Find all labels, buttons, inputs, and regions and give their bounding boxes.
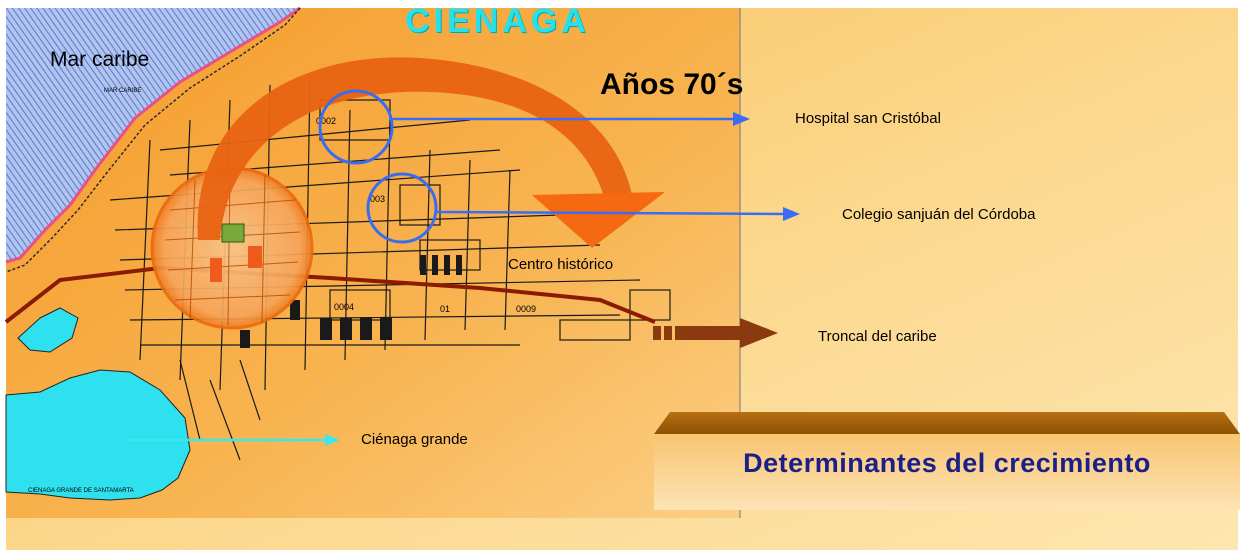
banner-title: Determinantes del crecimiento (743, 448, 1151, 478)
hospital-pointer-head (733, 112, 750, 126)
block-code-01: 01 (440, 304, 450, 314)
troncal-pointer-seg (653, 326, 661, 340)
growth-curve-arrow (197, 57, 632, 240)
block-code-0002: 0002 (316, 116, 336, 126)
block-code-003: 003 (370, 194, 385, 204)
colegio-pointer-head (783, 207, 800, 221)
troncal-label: Troncal del caribe (818, 328, 937, 345)
centro-historico-circle (150, 166, 314, 330)
banner-bevel (654, 412, 1240, 434)
troncal-pointer-head (740, 318, 778, 348)
caribbean-sea (6, 8, 300, 262)
lagoon-map-label: CIENAGA GRANDE DE SANTAMARTA (28, 488, 134, 494)
colegio-label: Colegio sanjuán del Córdoba (842, 206, 1036, 223)
lagoon-small (17, 307, 79, 353)
coastline (5, 6, 301, 264)
era-label: Años 70´s (600, 68, 744, 101)
map-title: CIENAGA (405, 2, 590, 40)
troncal-road (4, 265, 656, 324)
centro-label: Centro histórico (508, 256, 614, 273)
block-code-0009: 0009 (516, 304, 536, 314)
building-blocks (240, 255, 462, 348)
coast-road (5, 7, 301, 273)
historic-block (248, 246, 262, 268)
sea-label: Mar caribe (50, 48, 150, 71)
troncal-pointer-seg (664, 326, 672, 340)
sea-map-label: MAR CARIBE (104, 88, 141, 94)
troncal-pointer-line (675, 326, 745, 340)
cienaga-pointer-head (325, 434, 340, 446)
banner-box (654, 412, 1240, 510)
plaza-icon (221, 223, 245, 243)
cienaga-grande-label: Ciénaga grande (361, 431, 468, 448)
colegio-circle (366, 172, 438, 244)
colegio-pointer-line (435, 210, 789, 216)
block-code-0004: 0004 (334, 302, 354, 312)
hospital-circle (318, 89, 394, 165)
historic-block (210, 258, 222, 282)
cienaga-grande-lagoon (5, 369, 191, 501)
hospital-label: Hospital san Cristóbal (795, 110, 941, 127)
banner-face (654, 434, 1240, 510)
growth-arrowhead (532, 192, 665, 248)
